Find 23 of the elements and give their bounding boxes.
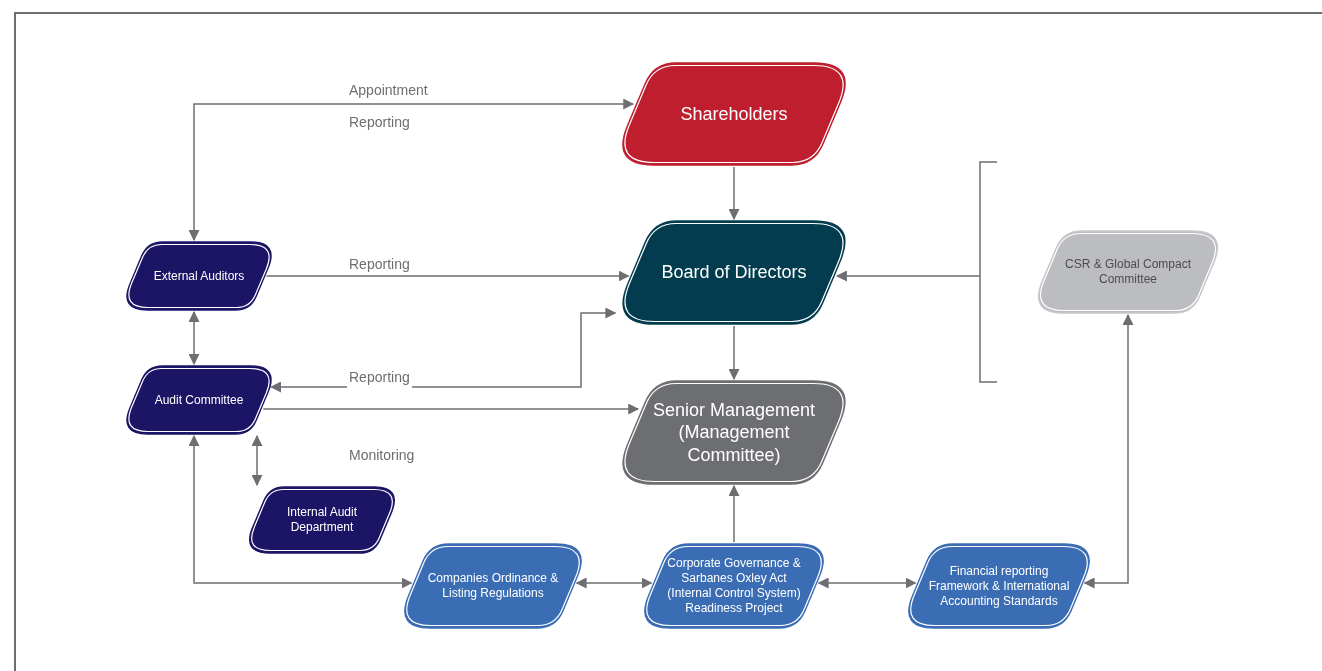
arrow: [575, 577, 653, 589]
arrow: [188, 98, 635, 242]
arrow: [835, 270, 981, 282]
node-label: Corporate Governance & Sarbanes Oxley Act (Internal Control System) Readiness Project: [666, 556, 802, 616]
node-label: Financial reporting Framework & International Accounting Standards: [927, 563, 1071, 609]
arrow: [188, 310, 200, 366]
node-label: Audit Committee: [154, 392, 244, 408]
arrow: [188, 434, 413, 589]
arrow: [265, 270, 630, 282]
arrow: [728, 325, 740, 381]
node-label: External Auditors: [153, 268, 245, 284]
node-label: Board of Directors: [661, 261, 807, 284]
node-label: CSR & Global Compact Committee: [1063, 257, 1192, 287]
node-label: Companies Ordinance & Listing Regulations: [426, 571, 560, 601]
node-label: Internal Audit Department: [285, 505, 359, 535]
arrow: [728, 166, 740, 221]
arrow: [262, 403, 640, 415]
arrow: [251, 434, 263, 487]
node-label: Shareholders: [680, 102, 788, 126]
arrow: [817, 577, 917, 589]
arrow: [1083, 313, 1134, 589]
arrow: [728, 484, 740, 543]
node-label: Senior Management (Management Committee): [651, 398, 817, 467]
